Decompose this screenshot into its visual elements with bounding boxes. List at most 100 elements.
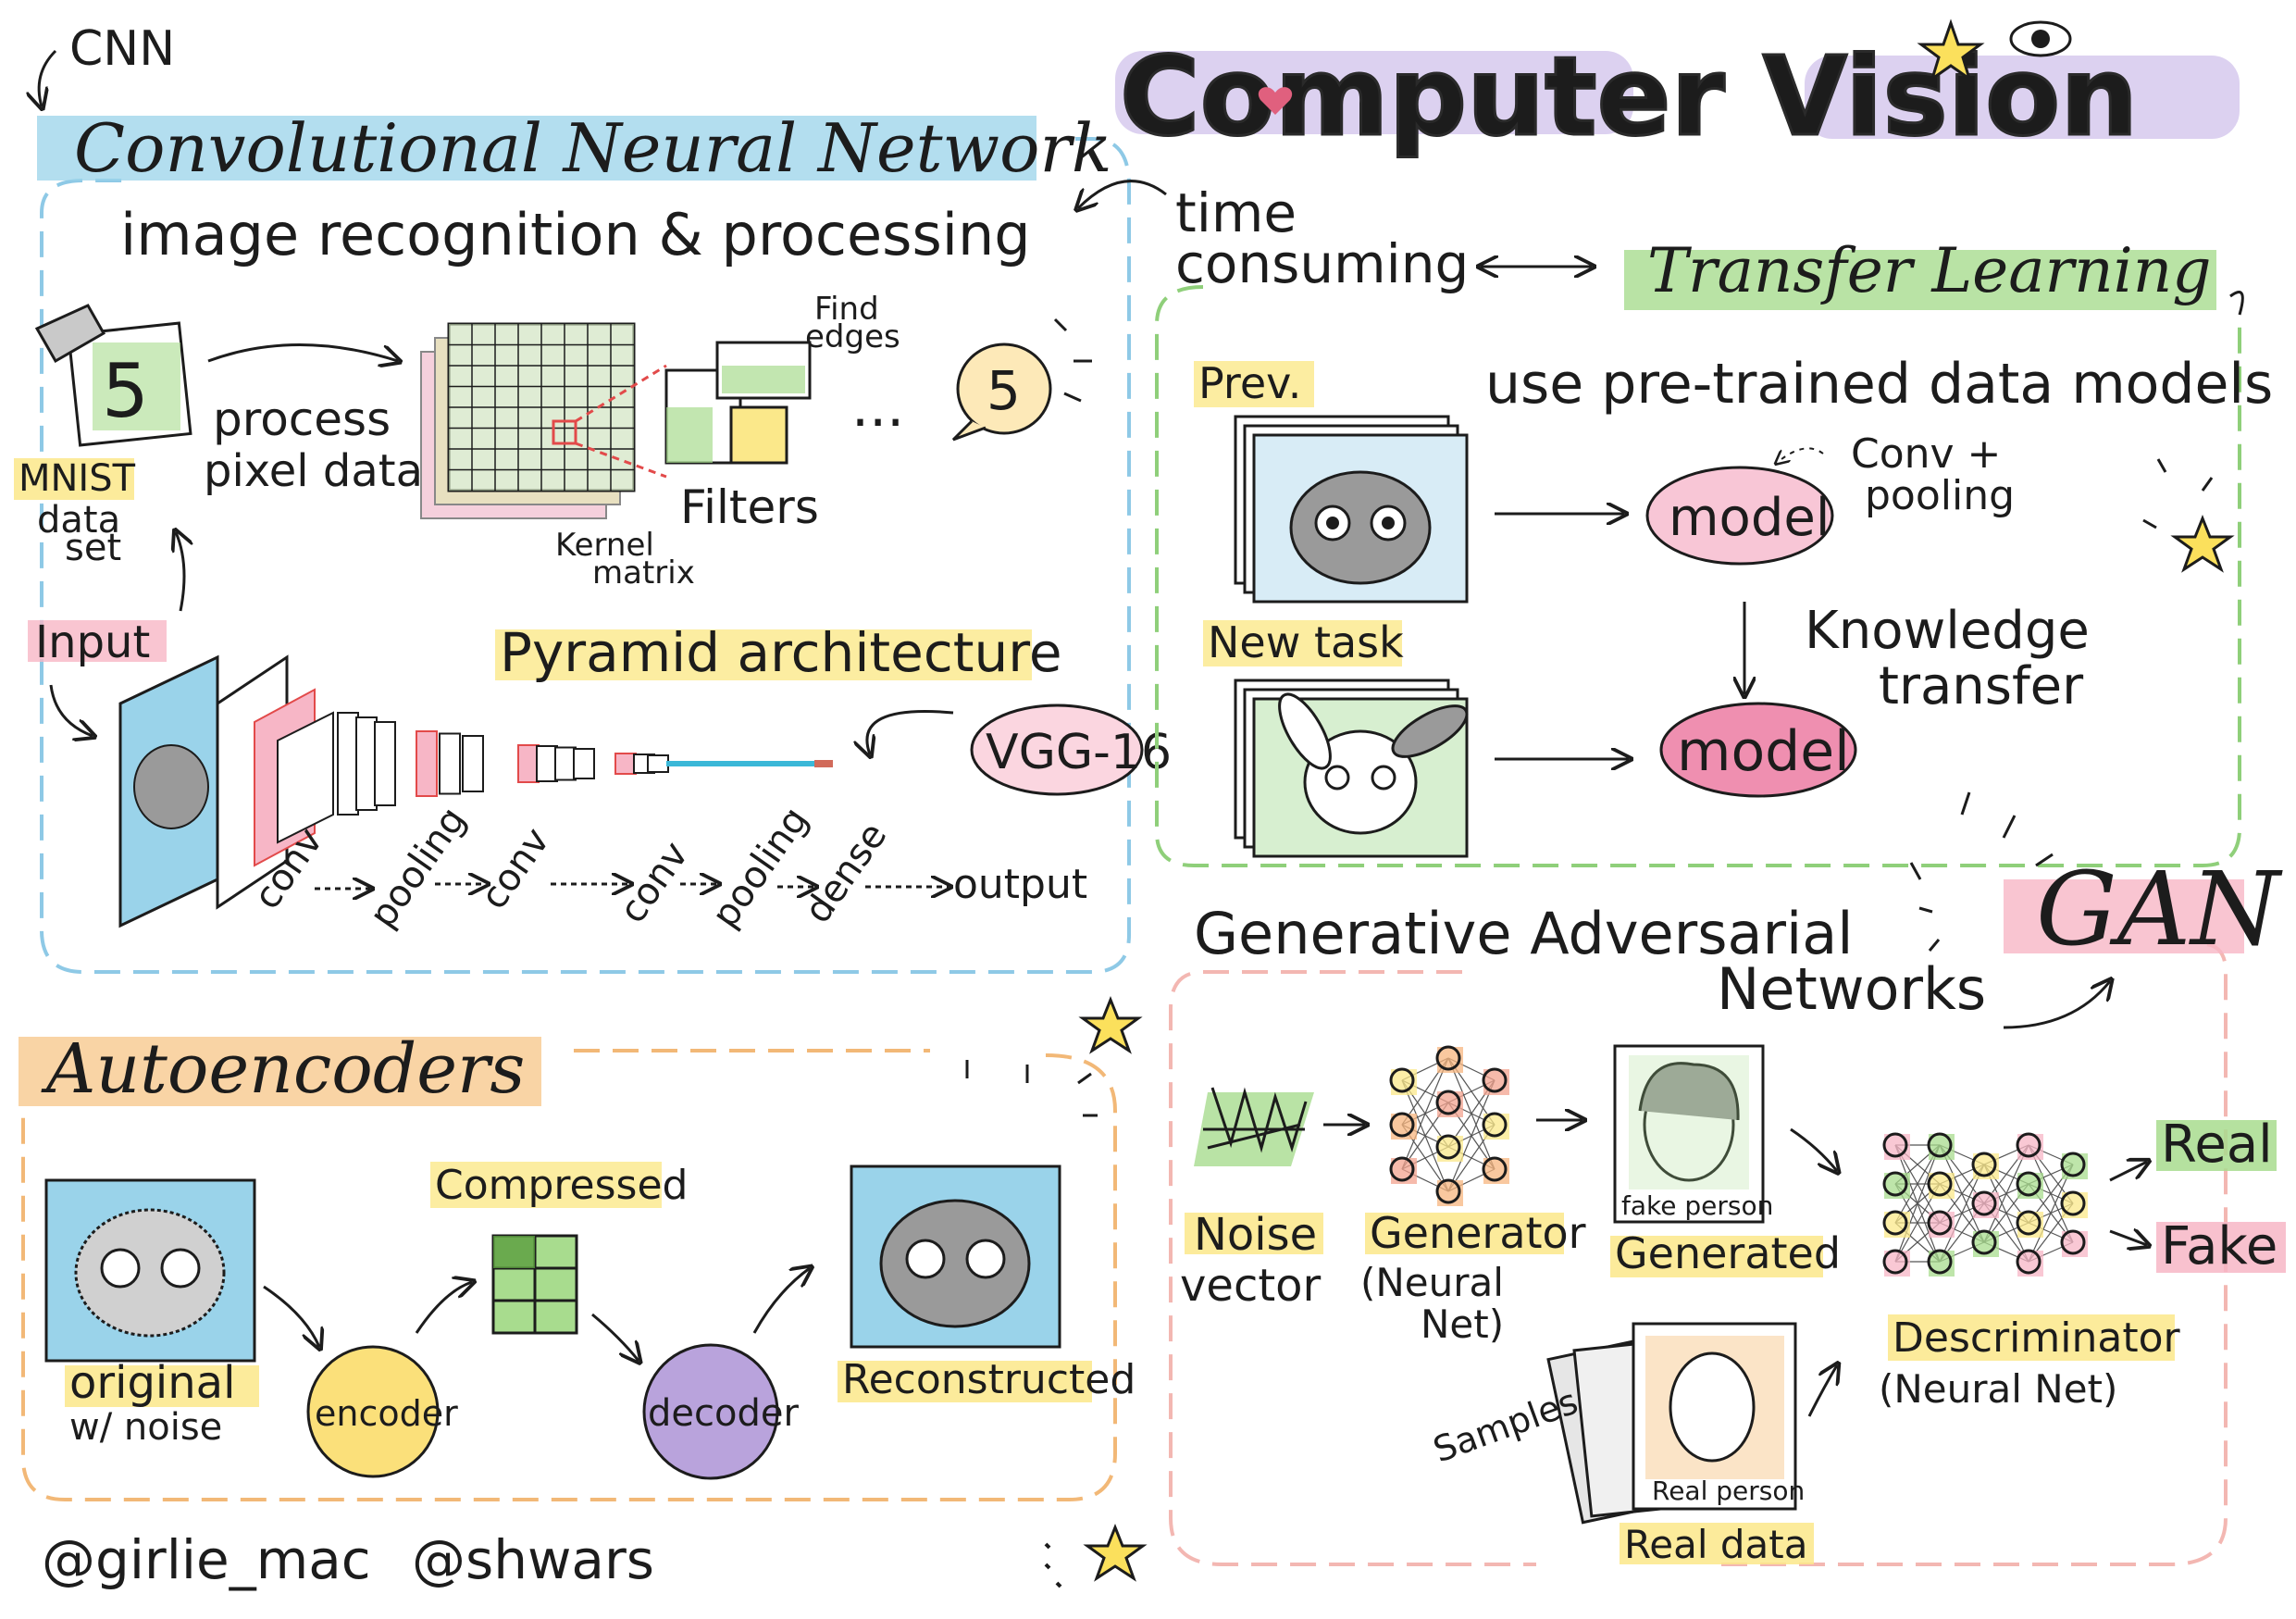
vgg-layer-block	[337, 712, 359, 816]
model-1-label: model	[1669, 488, 1830, 548]
heart-icon	[1258, 87, 1293, 115]
discriminator-label-2: (Neural Net)	[1879, 1366, 2117, 1412]
discriminator-network	[1882, 1132, 2088, 1277]
pencil-icon	[34, 304, 106, 364]
find-edges-label-1: Find	[814, 291, 879, 328]
samples-label: Samples	[1428, 1381, 1583, 1471]
cnn-subtitle: image recognition & processing	[120, 201, 1031, 268]
title-group: Computer Vision	[1115, 19, 2240, 162]
real-data-highlight	[1620, 1523, 1814, 1564]
star-icon-ae	[1078, 995, 1143, 1054]
original-to-encoder-arrow	[263, 1285, 319, 1347]
model-2-oval: model	[1659, 702, 1857, 798]
network-node	[1435, 1045, 1461, 1071]
mnist-highlight	[14, 458, 134, 500]
network-node	[1435, 1134, 1461, 1160]
vgg-layer-block	[517, 744, 540, 783]
vgg-layer-block	[355, 716, 378, 811]
cnn-tag-arrow	[39, 49, 57, 106]
generator-highlight	[1365, 1213, 1564, 1254]
pyramid-label: Pyramid architecture	[500, 621, 1062, 684]
mnist-label-2: data	[37, 499, 120, 542]
fake-person-caption: fake person	[1621, 1190, 1773, 1221]
reconstructed-highlight	[838, 1361, 1092, 1402]
input-highlight	[28, 620, 167, 662]
dots-marks	[1044, 1542, 1062, 1588]
output-digit: 5	[987, 359, 1021, 422]
star-icon-footer	[1083, 1523, 1148, 1582]
cnn-heading: Convolutional Neural Network	[74, 109, 1112, 187]
transfer-section: time consuming Transfer Learning use pre…	[1078, 180, 2273, 867]
kernel-projection	[575, 364, 667, 479]
autoencoders-section: Autoencoders original w/ noise encoder C…	[19, 995, 1143, 1501]
stage-label: conv	[473, 820, 558, 917]
network-node	[1482, 1067, 1508, 1093]
gan-heading-2: Networks	[1717, 955, 1986, 1023]
original-cat-image	[44, 1178, 256, 1363]
vgg-layer-block	[554, 746, 577, 781]
generator-label-1: Generator	[1370, 1208, 1586, 1258]
title-star-icon	[1917, 19, 1985, 82]
output-label: output	[953, 861, 1087, 908]
time-label-1: time	[1175, 181, 1297, 244]
speech-bubble-output: 5	[951, 342, 1052, 442]
encoder-node: encoder	[306, 1345, 458, 1478]
decoder-label: decoder	[648, 1392, 799, 1435]
prev-highlight	[1194, 361, 1314, 407]
input-image-cat	[118, 654, 219, 928]
cnn-border	[40, 137, 1131, 974]
new-task-highlight	[1203, 620, 1402, 666]
filters-icon	[664, 341, 812, 465]
real-data-label: Real data	[1624, 1522, 1808, 1567]
network-node	[2016, 1132, 2042, 1158]
time-label-2: consuming	[1175, 232, 1469, 295]
original-highlight	[65, 1365, 259, 1407]
gan-acronym: GAN	[2036, 850, 2283, 968]
compressed-to-decoder-arrow	[591, 1313, 639, 1361]
network-node	[1482, 1112, 1508, 1138]
autoencoders-heading-highlight	[19, 1037, 541, 1106]
generated-to-discriminator-arrow	[1790, 1127, 1837, 1171]
vgg-layer-block	[536, 745, 558, 782]
autoencoders-heading: Autoencoders	[41, 1029, 525, 1109]
real-person-stack: Real person	[1546, 1322, 1805, 1525]
vgg-layer-block	[462, 735, 484, 792]
network-node	[2016, 1210, 2042, 1236]
vgg-layer-block	[416, 730, 438, 797]
kernel-marker	[552, 419, 577, 445]
ellipsis: ...	[851, 375, 904, 440]
compressed-blocks	[491, 1234, 578, 1335]
discriminator-label-1: Descriminator	[1893, 1314, 2180, 1362]
sparkle-marks-2	[2142, 458, 2214, 529]
gan-heading-1: Generative Adversarial	[1194, 900, 1853, 967]
time-arrow	[1078, 180, 1167, 208]
network-node	[2060, 1152, 2086, 1177]
sparkle-marks-3	[965, 1060, 1098, 1117]
compressed-highlight	[430, 1162, 662, 1208]
process-label-2: pixel data	[204, 445, 423, 497]
network-node	[2060, 1229, 2086, 1255]
network-node	[1389, 1156, 1415, 1182]
fake-person-frame: fake person	[1613, 1044, 1773, 1224]
mnist-to-input-arrow	[176, 532, 184, 612]
cnn-tag: CNN	[69, 21, 175, 77]
title-highlight	[1115, 51, 1633, 134]
transfer-heading-hook	[2229, 291, 2244, 316]
generator-network	[1389, 1045, 1509, 1206]
compressed-label: Compressed	[435, 1162, 688, 1209]
vgg-badge: VGG-16	[867, 704, 1172, 796]
input-label: Input	[35, 616, 150, 668]
model-2-label: model	[1677, 719, 1850, 784]
pixel-grid	[420, 322, 667, 519]
generated-highlight	[1610, 1236, 1823, 1277]
star-icon-transfer	[2170, 514, 2235, 573]
model-1-oval: model	[1645, 466, 1834, 566]
credits: @girlie_mac @shwars	[42, 1523, 1148, 1591]
network-node	[1927, 1249, 1953, 1275]
fake-output-label: Fake	[2161, 1216, 2277, 1277]
network-node	[1882, 1210, 1908, 1236]
mnist-dataset-icon: 5	[34, 304, 192, 447]
conv-pool-label-1: Conv +	[1851, 430, 2001, 478]
new-task-bunny-image	[1234, 679, 1469, 858]
